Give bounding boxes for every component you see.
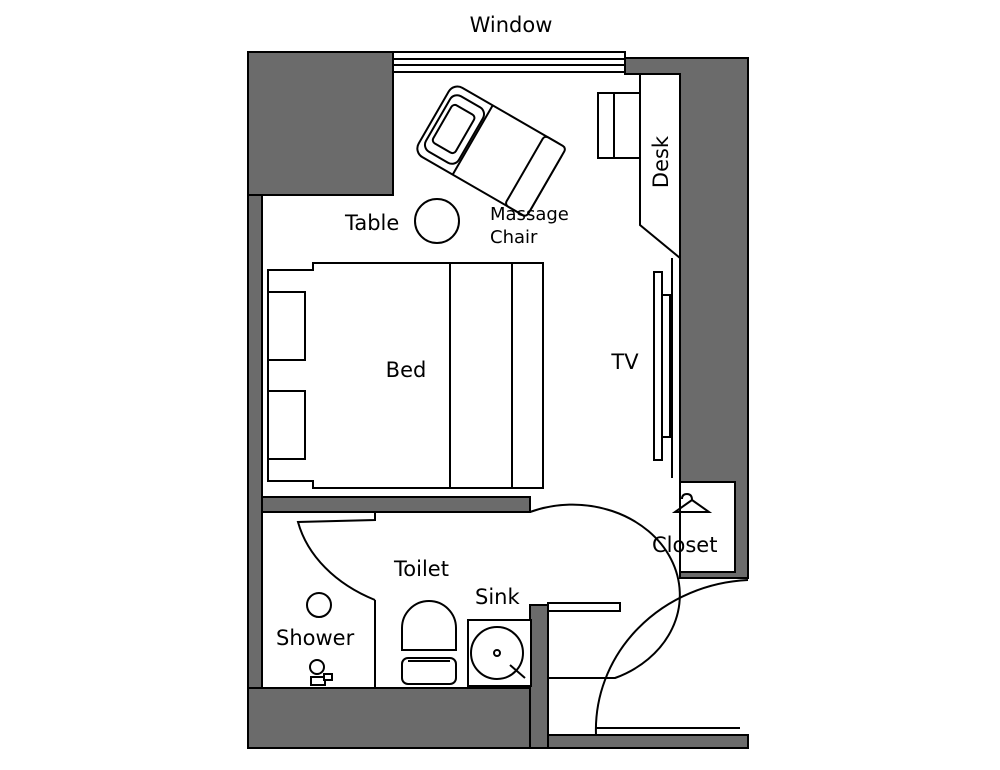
- sink-label: Sink: [475, 585, 520, 609]
- table: [414, 198, 460, 244]
- wall-bottom-bath: [247, 687, 549, 749]
- wall-bath-right: [529, 604, 549, 749]
- bed-label: Bed: [386, 358, 427, 382]
- shower-label: Shower: [276, 626, 355, 650]
- pillow-top: [267, 291, 306, 361]
- massage-chair-label-2: Chair: [490, 227, 538, 248]
- desk-chair: [597, 92, 641, 159]
- tv-label: TV: [610, 350, 639, 374]
- massage-chair-label-1: Massage: [490, 204, 569, 225]
- window-label: Window: [470, 13, 553, 37]
- pillow-bottom: [267, 390, 306, 460]
- table-label: Table: [344, 211, 399, 235]
- shower: [306, 592, 376, 688]
- bathroom-door: [296, 503, 681, 679]
- desk: [597, 73, 681, 261]
- entrance-door: [594, 577, 749, 736]
- wall-divider: [261, 496, 531, 513]
- massage-chair: [416, 85, 566, 217]
- bed: [267, 262, 544, 489]
- toilet-label: Toilet: [393, 557, 449, 581]
- wall-left: [247, 194, 263, 736]
- toilet: [401, 600, 457, 685]
- wall-bottom-door: [547, 734, 749, 749]
- desk-label: Desk: [649, 135, 673, 188]
- closet: [671, 481, 736, 573]
- hanger-icon: [671, 492, 713, 513]
- shower-head: [306, 592, 332, 618]
- faucet-icon: [309, 659, 333, 686]
- sink: [467, 619, 532, 687]
- window: [392, 51, 626, 73]
- tv: [653, 258, 673, 478]
